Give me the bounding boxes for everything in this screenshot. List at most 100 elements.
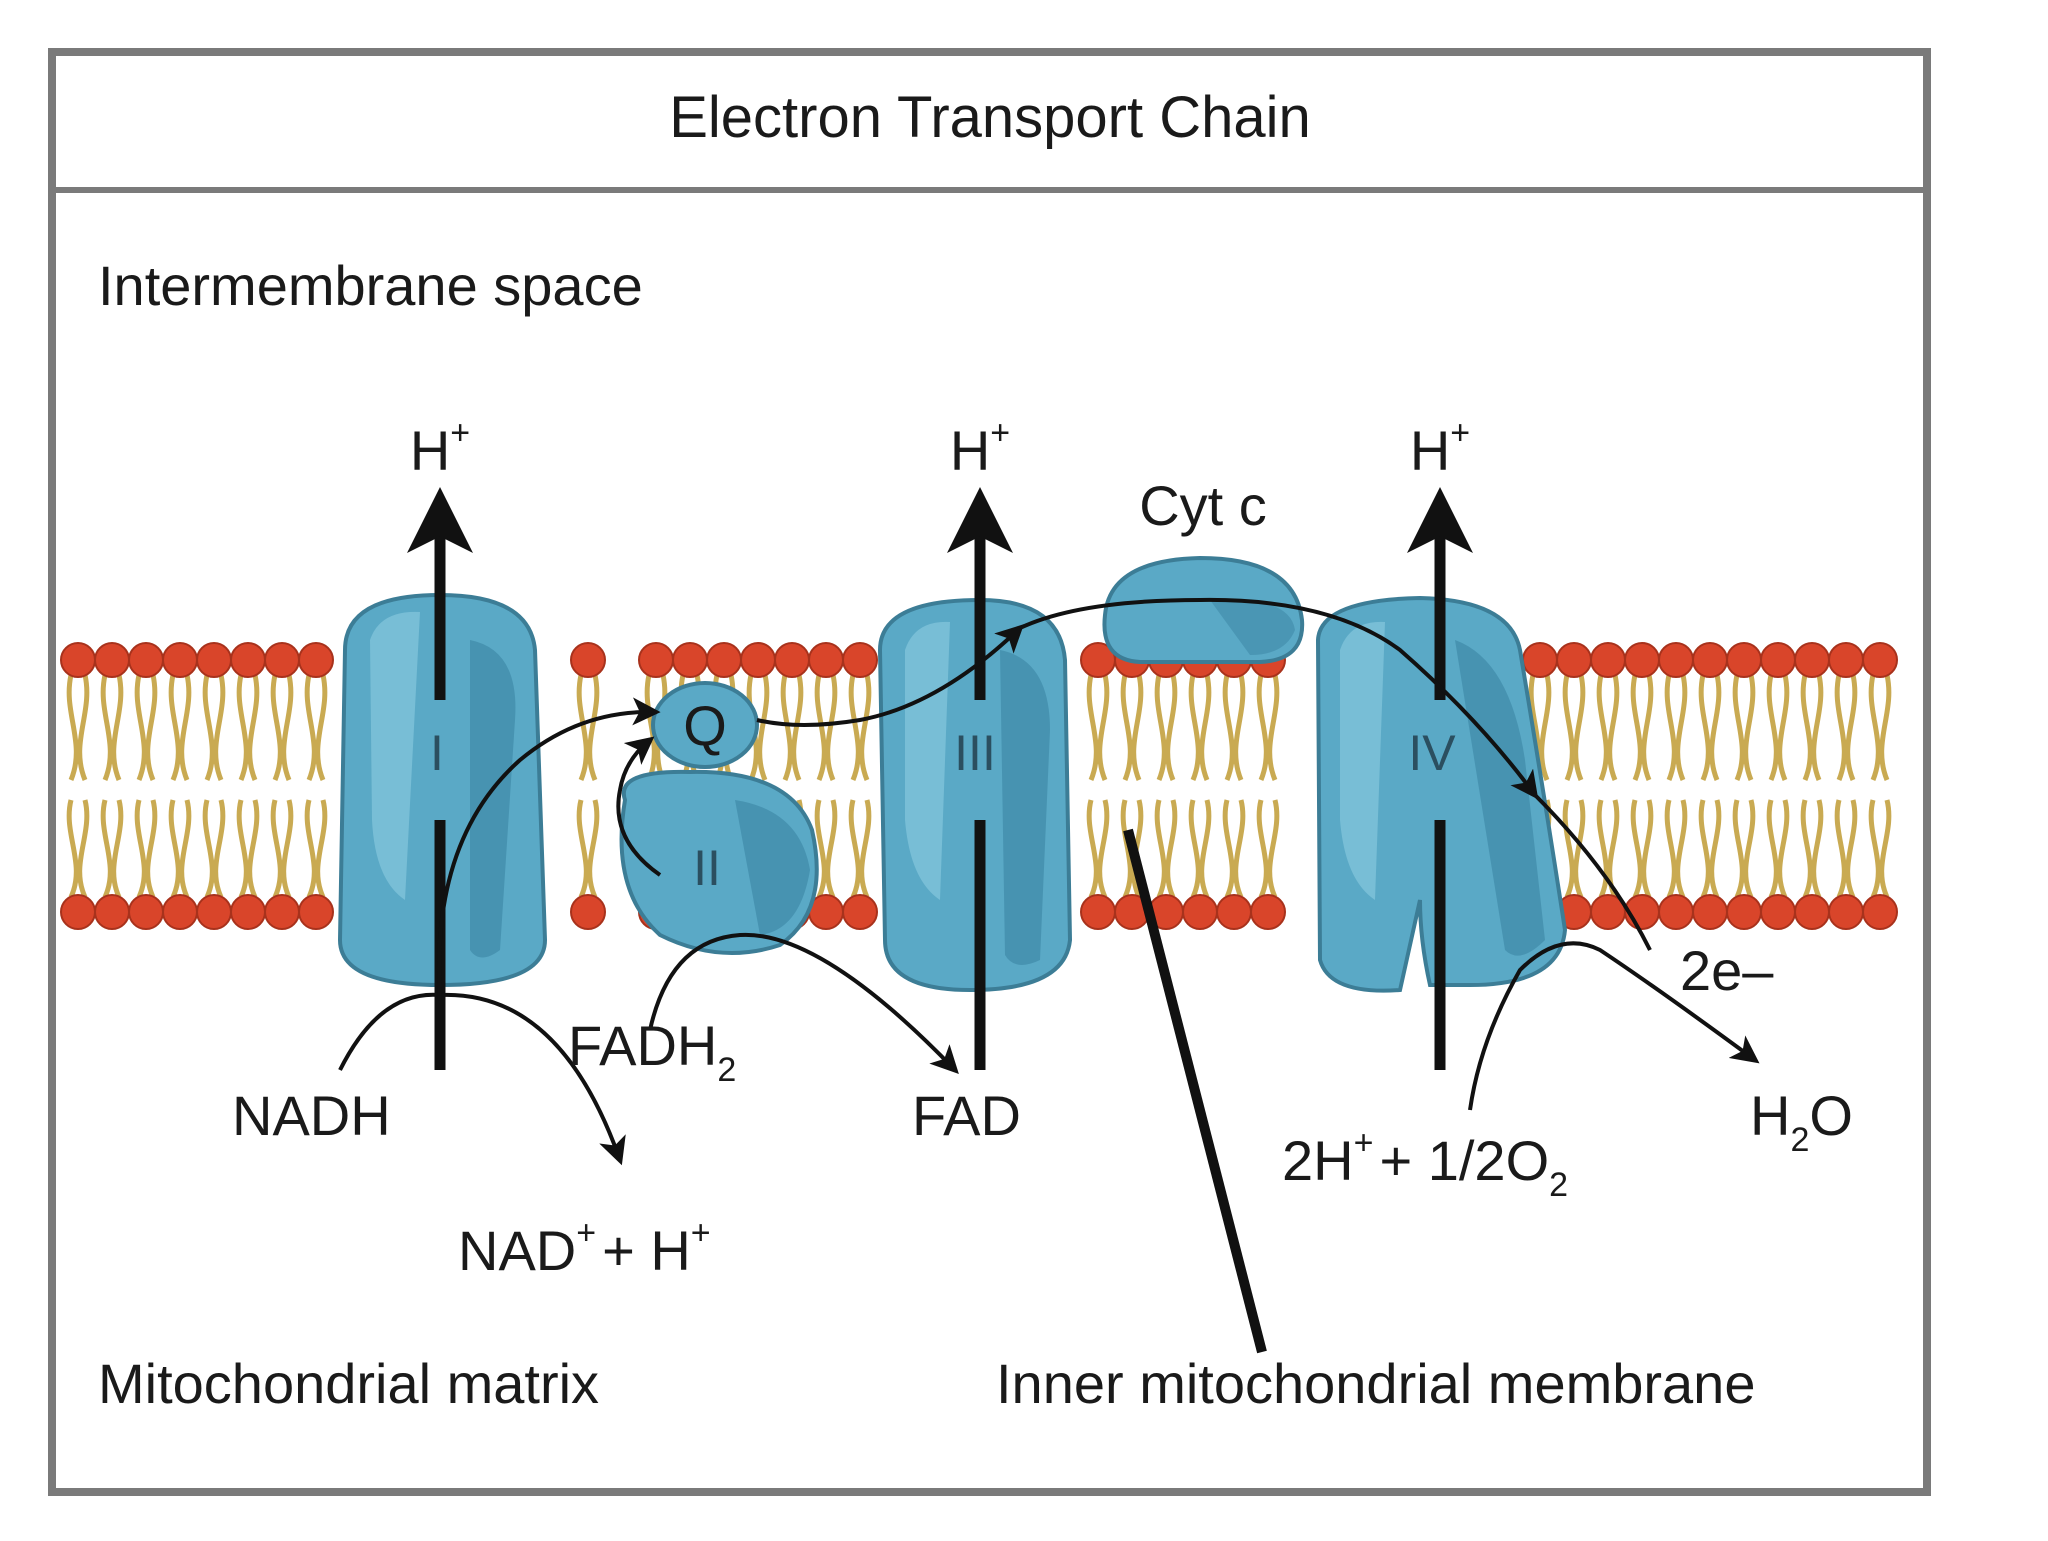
lipid-tail	[100, 799, 113, 899]
lipid-tail	[1573, 799, 1586, 899]
complex-ii-to-q-arrow	[616, 736, 662, 877]
lipid-head	[1794, 894, 1830, 930]
lipid-tail	[1811, 674, 1824, 781]
cyt-c-label: Cyt c	[1139, 474, 1267, 537]
lipid-tail	[1267, 674, 1280, 781]
lipid-tail	[1256, 799, 1269, 899]
lipid-head	[1216, 894, 1252, 930]
lipid-tail	[1777, 674, 1790, 781]
lipid-tail	[1732, 799, 1745, 899]
lipid-head	[1590, 642, 1626, 678]
complex-iii: III	[877, 597, 1073, 993]
lipid-tail	[1097, 674, 1110, 781]
complex-iv-shade	[1455, 640, 1545, 956]
lipid-tail	[236, 674, 249, 781]
lipid-tail	[1698, 674, 1711, 781]
lipid-tail	[111, 799, 124, 899]
lipid-tail	[213, 799, 226, 899]
lipid-tail	[825, 799, 838, 899]
electron-flow-arrows	[338, 597, 1760, 1166]
lipid-tail	[1698, 799, 1711, 899]
lipid-tail	[66, 799, 79, 899]
lipid-tail	[247, 799, 260, 899]
lipid-tail	[791, 674, 804, 781]
lipid-head	[808, 642, 844, 678]
lipid-tail	[168, 674, 181, 781]
lipid-tail	[111, 674, 124, 781]
lipid-tail	[1233, 799, 1246, 899]
lipid-tail	[1086, 799, 1099, 899]
lipid-head	[1624, 642, 1660, 678]
q-label: Q	[683, 694, 727, 757]
diagram-title: Electron Transport Chain	[669, 85, 1311, 150]
lipid-head	[162, 642, 198, 678]
lipid-tail	[1154, 674, 1167, 781]
lipid-head	[1658, 642, 1694, 678]
complex-iii-to-complex-iv-arrow	[1019, 597, 1539, 800]
lipid-head	[1760, 642, 1796, 678]
cytochrome-c: Cyt c	[1102, 474, 1305, 664]
label-nad-plus-h: NAD++ H+	[458, 1214, 711, 1282]
lipid-tail	[1664, 674, 1677, 781]
lipid-tail	[1766, 674, 1779, 781]
lipid-tail	[1664, 799, 1677, 899]
lipid-head	[672, 642, 708, 678]
lipid-tail	[1086, 674, 1099, 781]
lipid-tail	[859, 674, 872, 781]
lipid-tail	[145, 674, 158, 781]
lipid-tail	[145, 799, 158, 899]
lipid-tail	[202, 674, 215, 781]
lipid-tail	[1188, 799, 1201, 899]
ubiquinone-q: Q	[651, 681, 759, 769]
proton-label-iv: H+	[1410, 414, 1470, 482]
lipid-head	[1250, 894, 1286, 930]
lipid-tail	[1596, 799, 1609, 899]
oxygen-to-water-arrow	[1468, 941, 1760, 1111]
lipid-tail	[1732, 674, 1745, 781]
lipid-tail	[1630, 674, 1643, 781]
lipid-tail	[304, 799, 317, 899]
lipid-head	[740, 642, 776, 678]
lipid-head	[162, 894, 198, 930]
lipid-tail	[814, 674, 827, 781]
lipid-tail	[757, 674, 770, 781]
lipid-head	[1828, 642, 1864, 678]
proton-label-i: H+	[410, 414, 470, 482]
lipid-tail	[77, 799, 90, 899]
label-mitochondrial-matrix: Mitochondrial matrix	[98, 1352, 599, 1415]
complex-i-highlight	[370, 611, 420, 900]
lipid-tail	[168, 799, 181, 899]
lipid-tail	[814, 799, 827, 899]
lipid-tail	[1165, 799, 1178, 899]
lipid-tail	[1120, 674, 1133, 781]
lipid-head	[264, 894, 300, 930]
lipid-head	[638, 642, 674, 678]
proton-labels: H+ H+ H+	[410, 414, 1470, 482]
lipid-head	[1692, 642, 1728, 678]
lipid-tail	[270, 674, 283, 781]
lipid-head	[1726, 642, 1762, 678]
lipid-head	[128, 894, 164, 930]
lipid-tail	[304, 674, 317, 781]
lipid-head	[60, 894, 96, 930]
fadh2-to-fad-arrow	[648, 932, 959, 1075]
complex-ii-label: II	[693, 840, 721, 896]
complex-iv-to-water-arrow	[1533, 793, 1652, 951]
lipid-tail	[1573, 674, 1586, 781]
lipid-tail	[1165, 674, 1178, 781]
lipid-tail	[1562, 674, 1575, 781]
complex-iv: IV	[1315, 595, 1568, 993]
lipid-tail	[1630, 799, 1643, 899]
lipid-head	[1828, 894, 1864, 930]
complex-i: I	[337, 592, 548, 988]
lipid-tail	[1709, 799, 1722, 899]
label-fadh2: FADH2	[568, 1014, 736, 1089]
label-intermembrane-space: Intermembrane space	[98, 254, 643, 317]
lipid-tail	[1879, 799, 1892, 899]
lipid-tail	[1800, 799, 1813, 899]
label-fad: FAD	[912, 1084, 1021, 1147]
lipid-head	[1692, 894, 1728, 930]
lipid-tail	[281, 674, 294, 781]
lipid-tail	[780, 674, 793, 781]
